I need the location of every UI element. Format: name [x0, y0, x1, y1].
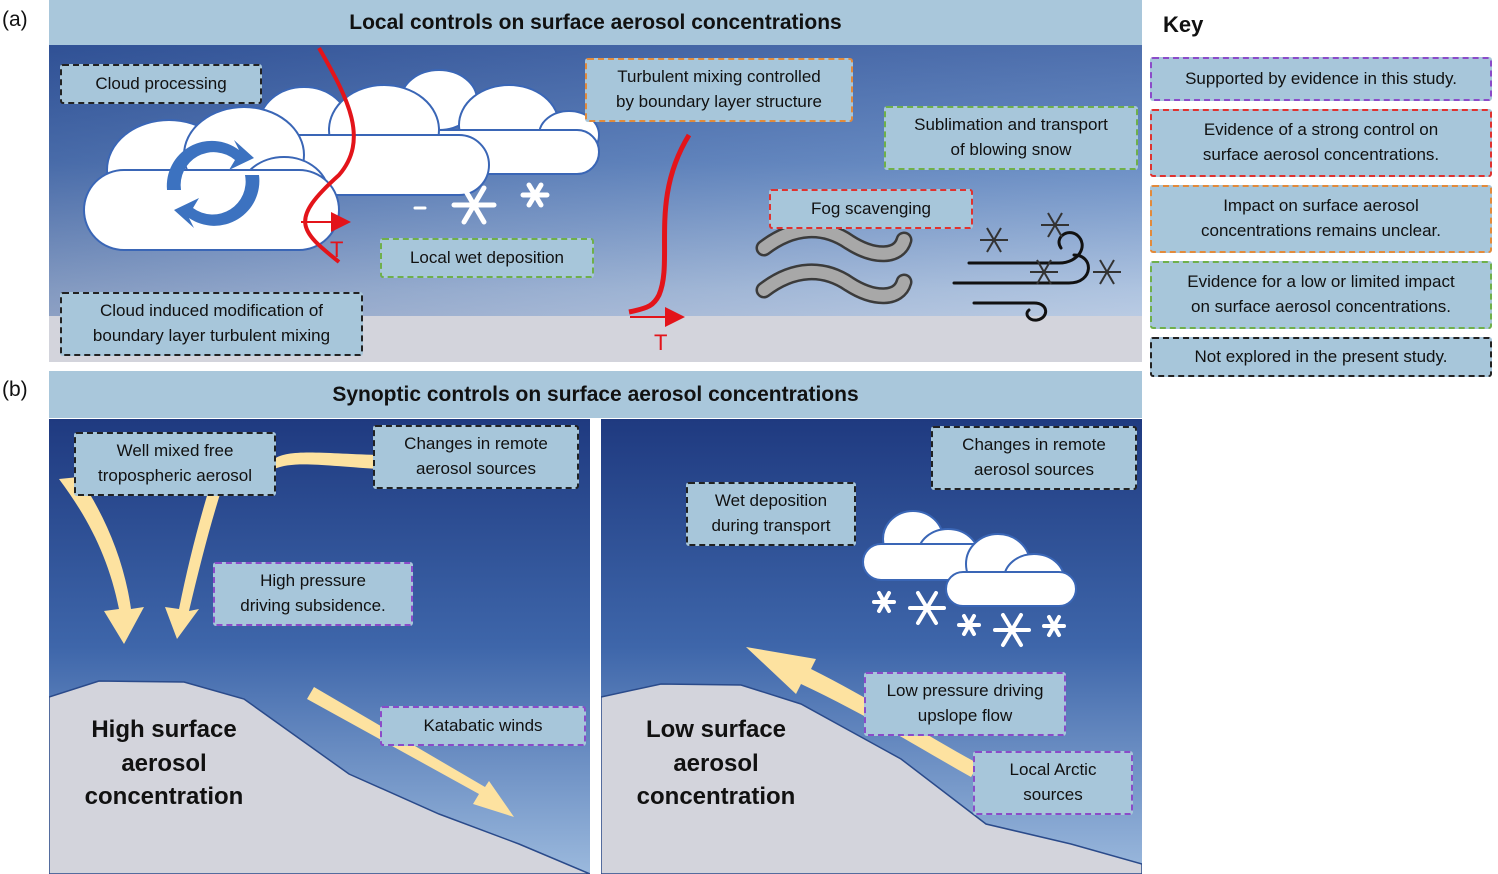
fog-icon-fill: [758, 224, 910, 302]
panel-a-letter: (a): [2, 8, 28, 31]
snowflake-small-icon: [980, 212, 1121, 285]
snowflake-icon: [413, 182, 550, 225]
label-high-pressure: High pressure driving subsidence.: [213, 562, 413, 626]
label-low-pressure: Low pressure driving upslope flow: [864, 672, 1066, 736]
key-item-red: Evidence of a strong control on surface …: [1150, 109, 1492, 177]
temperature-profile-1: [303, 47, 356, 264]
panel-a-title: Local controls on surface aerosol concen…: [49, 0, 1142, 45]
label-remote-sources-left: Changes in remote aerosol sources: [373, 425, 579, 489]
airflow-arrow-icon: [59, 452, 514, 817]
ground-left: [49, 680, 590, 874]
key-item-orange: Impact on surface aerosol concentrations…: [1150, 185, 1492, 253]
label-sublimation: Sublimation and transport of blowing sno…: [884, 106, 1138, 170]
cloud-icon-right: [862, 510, 1077, 607]
label-local-wet-deposition: Local wet deposition: [380, 238, 594, 278]
panel-b-title: Synoptic controls on surface aerosol con…: [49, 371, 1142, 418]
label-fog-scavenging: Fog scavenging: [769, 189, 973, 229]
label-cloud-mixing: Cloud induced modification of boundary l…: [60, 292, 363, 356]
temperature-label-1: T: [330, 237, 344, 262]
key-item-green: Evidence for a low or limited impact on …: [1150, 261, 1492, 329]
wind-icon: [952, 231, 1090, 322]
panel-b-left-scene: [49, 419, 590, 874]
snowflake-icon-right: [872, 591, 1066, 647]
airflow-arrow-icon-right: [746, 647, 979, 777]
label-katabatic: Katabatic winds: [380, 706, 586, 746]
label-turbulent-mixing: Turbulent mixing controlled by boundary …: [585, 58, 853, 122]
ground-right: [601, 683, 1142, 874]
panel-b-letter: (b): [2, 378, 28, 401]
label-local-arctic: Local Arctic sources: [973, 751, 1133, 815]
label-well-mixed: Well mixed free tropospheric aerosol: [74, 432, 276, 496]
key-title: Key: [1163, 12, 1204, 37]
label-wet-deposition: Wet deposition during transport: [686, 482, 856, 546]
key-item-purple: Supported by evidence in this study.: [1150, 57, 1492, 101]
cloud-icon: [83, 69, 600, 251]
key-item-black: Not explored in the present study.: [1150, 337, 1492, 377]
label-cloud-processing: Cloud processing: [60, 64, 262, 104]
surface-text-low: Low surface aerosol concentration: [636, 716, 796, 811]
circular-arrows-icon: [166, 140, 260, 228]
temperature-label-2: T: [654, 330, 668, 355]
temperature-profile-2: [628, 133, 692, 315]
label-remote-sources-right: Changes in remote aerosol sources: [931, 426, 1137, 490]
surface-text-high: High surface aerosol concentration: [84, 716, 244, 811]
